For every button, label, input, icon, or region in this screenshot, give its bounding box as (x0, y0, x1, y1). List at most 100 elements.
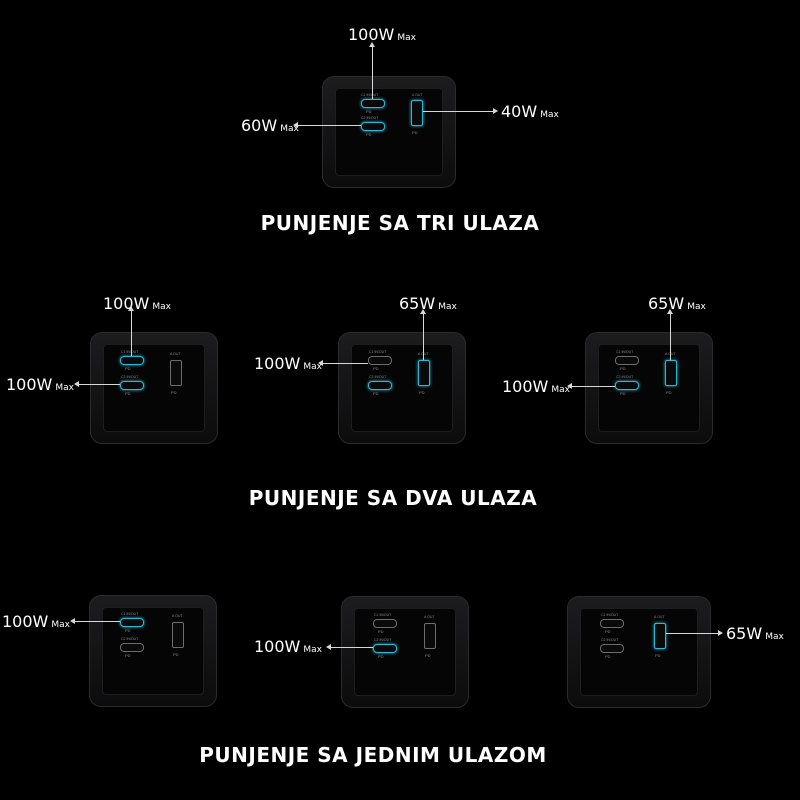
port-label-c1: C1 IN/OUT (121, 612, 139, 616)
pd-label: PD (412, 130, 418, 135)
arrow-head-left (326, 644, 331, 650)
usb-c2-port (361, 122, 385, 131)
arrow-line-c2 (330, 647, 373, 648)
pd-label: PD (666, 390, 672, 395)
pd-label: PD (125, 366, 131, 371)
charger-face (580, 608, 698, 696)
heading-two-ports: PUNJENJE SA DVA ULAZA (248, 486, 538, 510)
pd-label: PD (366, 109, 372, 114)
pd-label: PD (620, 366, 626, 371)
heading-one-port: PUNJENJE SA JEDNIM ULAZOM (199, 743, 547, 767)
port-label-c2: C2 IN/OUT (601, 638, 619, 642)
charger-one-port-c2 (341, 596, 469, 708)
charger-two-ports-c1-c2 (90, 332, 218, 444)
port-label-a: A OUT (412, 93, 423, 97)
port-label-c2: C2 IN/OUT (616, 375, 634, 379)
usb-c2-port (368, 381, 392, 390)
port-label-c2: C2 IN/OUT (121, 375, 139, 379)
pd-label: PD (366, 132, 372, 137)
arrow-line-c2 (322, 363, 368, 364)
arrow-line-a (670, 313, 671, 360)
charger-face (335, 88, 443, 176)
pd-label: PD (425, 653, 431, 658)
port-label-c2: C2 IN/OUT (121, 637, 139, 641)
arrow-line-c1 (372, 46, 373, 99)
pd-label: PD (419, 390, 425, 395)
pd-label: PD (173, 652, 179, 657)
port-label-c1: C1 IN/OUT (616, 350, 634, 354)
usb-a-port (170, 360, 182, 386)
port-label-a: A OUT (170, 352, 181, 356)
arrow-head-left (567, 383, 572, 389)
usb-c1-port (368, 356, 392, 365)
arrow-head-left (318, 360, 323, 366)
arrow-head-up (369, 42, 375, 47)
usb-a-port (665, 360, 677, 386)
usb-c2-port (120, 381, 144, 390)
usb-c1-port (373, 619, 397, 628)
usb-c1-port (615, 356, 639, 365)
pd-label: PD (378, 629, 384, 634)
usb-c1-port (120, 618, 144, 627)
port-label-c1: C1 IN/OUT (601, 613, 619, 617)
charger-three-ports: C1 IN/OUT (322, 76, 456, 188)
pd-label: PD (605, 629, 611, 634)
arrow-head-left (70, 618, 75, 624)
arrow-head-up (667, 309, 673, 314)
charger-face (354, 608, 456, 696)
port-label-c1: C1 IN/OUT (369, 350, 387, 354)
port-label-c1: C1 IN/OUT (374, 613, 392, 617)
heading-three-ports: PUNJENJE SA TRI ULAZA (260, 211, 540, 235)
usb-a-port (654, 623, 666, 649)
arrow-head-up (420, 309, 426, 314)
port-label-c2: C2 IN/OUT (361, 116, 379, 120)
charger-face (103, 344, 205, 432)
pd-label: PD (373, 366, 379, 371)
charger-two-ports-c2-a (338, 332, 466, 444)
port-label-c1: C1 IN/OUT (361, 93, 379, 97)
pd-label: PD (125, 628, 131, 633)
usb-c2-port (373, 644, 397, 653)
usb-c2-port (615, 381, 639, 390)
arrow-head-left (293, 122, 298, 128)
port-label-c1: C1 IN/OUT (121, 350, 139, 354)
arrow-line-c1 (131, 310, 132, 356)
port-label-c2: C2 IN/OUT (374, 638, 392, 642)
arrow-head-left (74, 381, 79, 387)
arrow-line-a (423, 111, 493, 112)
usb-a-port (411, 100, 423, 126)
charger-one-port-a (567, 596, 711, 708)
arrow-line-c2 (297, 125, 361, 126)
port-label-a: A OUT (172, 614, 183, 618)
charger-face (598, 344, 700, 432)
arrow-line-a (666, 633, 718, 634)
usb-a-port (424, 623, 436, 649)
pd-label: PD (655, 653, 661, 658)
usb-c1-port (120, 356, 144, 365)
pd-label: PD (605, 654, 611, 659)
arrow-line-c2 (78, 384, 120, 385)
pd-label: PD (125, 391, 131, 396)
charger-two-ports-c1-a (585, 332, 713, 444)
arrow-head-right (718, 630, 723, 636)
pd-label: PD (620, 391, 626, 396)
usb-c1-port (361, 99, 385, 108)
port-label-c2: C2 IN/OUT (369, 375, 387, 379)
usb-a-port (418, 360, 430, 386)
pd-label: PD (373, 391, 379, 396)
usb-c2-port (600, 644, 624, 653)
pd-label: PD (378, 654, 384, 659)
port-label-a: A OUT (654, 615, 665, 619)
